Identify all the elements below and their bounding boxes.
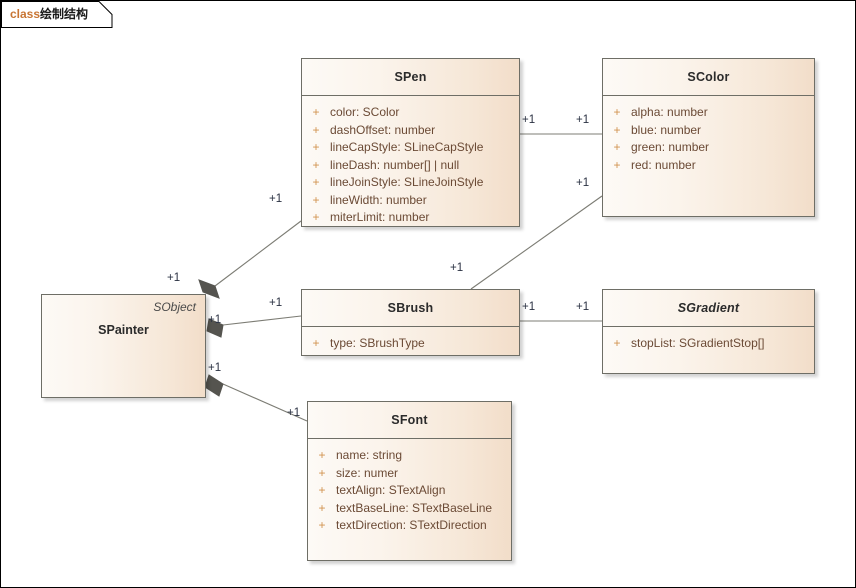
attribute-row: + blue: number — [603, 122, 814, 140]
class-box-sbrush[interactable]: SBrush + type: SBrushType — [301, 289, 520, 356]
class-name-sgradient: SGradient — [677, 301, 740, 315]
attribute-text: name: string — [336, 448, 403, 462]
multiplicity-pen-left: +1 — [269, 193, 283, 205]
frame-tab-label: class绘制结构 — [10, 7, 88, 22]
attribute-row: + green: number — [603, 139, 814, 157]
class-name-spainter: SPainter — [98, 323, 149, 337]
class-attributes-scolor: + alpha: number + blue: number + green: … — [603, 96, 814, 180]
visibility-marker: + — [312, 336, 320, 350]
class-attributes-sfont: + name: string + size: numer + textAlign… — [308, 439, 511, 541]
attribute-text: lineDash: number[] | null — [330, 157, 460, 172]
class-header-scolor: SColor — [603, 59, 814, 96]
attribute-text: type: SBrushType — [330, 336, 425, 350]
frame-keyword: class — [10, 7, 41, 21]
attribute-row: + dashOffset: number — [302, 122, 519, 140]
attribute-text: lineJoinStyle: SLineJoinStyle — [330, 175, 484, 189]
visibility-marker: + — [318, 483, 326, 497]
class-attributes-spen: + color: SColor + dashOffset: number + l… — [302, 96, 519, 233]
visibility-marker: + — [613, 140, 621, 154]
attribute-row: + size: numer — [308, 465, 511, 483]
class-name-scolor: SColor — [687, 70, 730, 84]
class-header-sgradient: SGradient — [603, 290, 814, 327]
attribute-text: dashOffset: number — [330, 122, 436, 137]
class-box-sgradient[interactable]: SGradient + stopList: SGradientStop[] — [602, 289, 815, 374]
attribute-row: + textBaseLine: STextBaseLine — [308, 500, 511, 518]
visibility-marker: + — [613, 157, 621, 172]
attribute-row: + textAlign: STextAlign — [308, 482, 511, 500]
class-header-sfont: SFont — [308, 402, 511, 439]
attribute-text: textDirection: STextDirection — [336, 518, 487, 532]
visibility-marker: + — [318, 500, 326, 515]
attribute-row: + name: string — [308, 447, 511, 465]
attribute-row: + stopList: SGradientStop[] — [603, 335, 814, 353]
class-attributes-sbrush: + type: SBrushType — [302, 327, 519, 359]
attribute-row: + lineCapStyle: SLineCapStyle — [302, 139, 519, 157]
class-name-spen: SPen — [394, 70, 427, 84]
visibility-marker: + — [312, 210, 320, 224]
multiplicity-brush-topright: +1 — [450, 262, 464, 274]
frame-name: 绘制结构 — [40, 7, 89, 21]
attribute-text: textAlign: STextAlign — [336, 483, 446, 497]
class-header-spen: SPen — [302, 59, 519, 96]
attribute-text: size: numer — [336, 465, 399, 480]
attribute-row: + red: number — [603, 157, 814, 175]
multiplicity-brush-left: +1 — [269, 297, 283, 309]
multiplicity-pen-right: +1 — [522, 114, 536, 126]
visibility-marker: + — [613, 336, 621, 350]
attribute-text: stopList: SGradientStop[] — [631, 336, 765, 350]
attribute-row: + lineDash: number[] | null — [302, 157, 519, 175]
multiplicity-color-left-bot: +1 — [576, 177, 590, 189]
attribute-text: red: number — [631, 157, 696, 172]
attribute-row: + lineWidth: number — [302, 192, 519, 210]
class-header-spainter: SObject — [42, 295, 205, 331]
class-box-scolor[interactable]: SColor + alpha: number + blue: number + … — [602, 58, 815, 217]
attribute-text: textBaseLine: STextBaseLine — [336, 500, 493, 515]
attribute-row: + alpha: number — [603, 104, 814, 122]
multiplicity-painter-pen: +1 — [167, 272, 181, 284]
visibility-marker: + — [312, 175, 320, 189]
attribute-text: miterLimit: number — [330, 210, 430, 224]
class-box-sfont[interactable]: SFont + name: string + size: numer + tex… — [307, 401, 512, 561]
multiplicity-brush-right: +1 — [522, 301, 536, 313]
visibility-marker: + — [312, 122, 320, 137]
attribute-row: + color: SColor — [302, 104, 519, 122]
class-header-sbrush: SBrush — [302, 290, 519, 327]
attribute-text: color: SColor — [330, 105, 400, 119]
attribute-text: lineWidth: number — [330, 192, 427, 207]
class-stereotype-spainter: SObject — [153, 300, 196, 314]
class-name-sbrush: SBrush — [387, 301, 434, 315]
visibility-marker: + — [312, 140, 320, 154]
visibility-marker: + — [613, 122, 621, 137]
visibility-marker: + — [318, 448, 326, 462]
multiplicity-font-left: +1 — [287, 407, 301, 419]
visibility-marker: + — [312, 157, 320, 172]
visibility-marker: + — [318, 518, 326, 532]
diagram-frame-tab: class绘制结构 — [1, 1, 113, 28]
frame-tab-shape — [1, 1, 113, 28]
visibility-marker: + — [312, 192, 320, 207]
visibility-marker: + — [318, 465, 326, 480]
attribute-row: + miterLimit: number — [302, 209, 519, 227]
association-painter-pen — [198, 220, 302, 299]
class-box-spainter[interactable]: SObject SPainter — [41, 294, 206, 398]
attribute-text: alpha: number — [631, 105, 708, 119]
visibility-marker: + — [613, 105, 621, 119]
multiplicity-painter-font: +1 — [208, 362, 222, 374]
visibility-marker: + — [312, 105, 320, 119]
attribute-row: + textDirection: STextDirection — [308, 517, 511, 535]
attribute-text: blue: number — [631, 122, 702, 137]
class-attributes-sgradient: + stopList: SGradientStop[] — [603, 327, 814, 359]
attribute-row: + lineJoinStyle: SLineJoinStyle — [302, 174, 519, 192]
multiplicity-color-left-top: +1 — [576, 114, 590, 126]
attribute-row: + type: SBrushType — [302, 335, 519, 353]
class-box-spen[interactable]: SPen + color: SColor + dashOffset: numbe… — [301, 58, 520, 227]
multiplicity-painter-brush: +1 — [208, 314, 222, 326]
class-name-sfont: SFont — [391, 413, 428, 427]
multiplicity-gradient-left: +1 — [576, 301, 590, 313]
attribute-text: lineCapStyle: SLineCapStyle — [330, 140, 484, 154]
attribute-text: green: number — [631, 140, 710, 154]
